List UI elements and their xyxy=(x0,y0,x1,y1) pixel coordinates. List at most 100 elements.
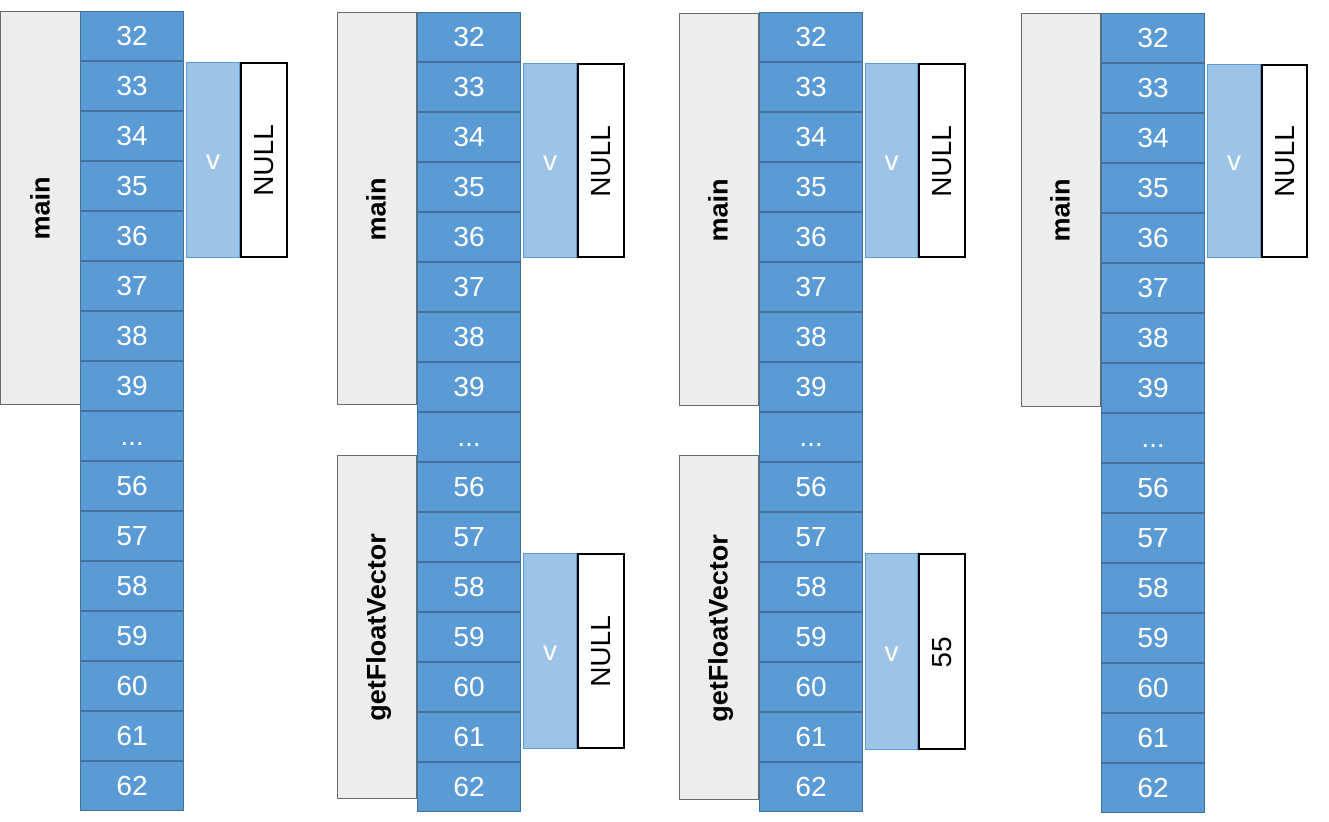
get-float-vector-frame-label: getFloatVector xyxy=(703,533,734,722)
main-variable-value: NULL xyxy=(1261,64,1308,258)
main-frame: main xyxy=(0,11,82,405)
main-value-text: NULL xyxy=(926,124,957,197)
address-cell: 39 xyxy=(759,362,863,412)
address-cell: 37 xyxy=(417,262,521,312)
address-cell: 34 xyxy=(80,111,184,161)
address-cell: 39 xyxy=(417,362,521,412)
address-cell: 62 xyxy=(759,762,863,812)
func-variable-value: 55 xyxy=(918,553,966,750)
address-cell: 61 xyxy=(417,712,521,762)
address-cell: 62 xyxy=(80,761,184,811)
address-cell: 36 xyxy=(80,211,184,261)
address-cell: 58 xyxy=(80,561,184,611)
address-column: 32 33 34 35 36 37 38 39 ... 56 57 58 59 … xyxy=(1101,13,1205,813)
address-cell: 34 xyxy=(417,112,521,162)
func-variable-value: NULL xyxy=(577,553,625,749)
address-cell: ... xyxy=(80,411,184,461)
address-cell: 60 xyxy=(1101,663,1205,713)
address-cell: ... xyxy=(759,412,863,462)
address-cell: 57 xyxy=(417,512,521,562)
main-value-text: NULL xyxy=(248,124,279,196)
address-cell: 60 xyxy=(80,661,184,711)
address-cell: 57 xyxy=(1101,513,1205,563)
address-column: 32 33 34 35 36 37 38 39 ... 56 57 58 59 … xyxy=(80,11,184,811)
func-variable-v: v xyxy=(865,553,918,750)
main-frame-label: main xyxy=(1045,178,1076,242)
address-cell: 59 xyxy=(417,612,521,662)
address-cell: 61 xyxy=(80,711,184,761)
main-variable-v: v xyxy=(865,63,918,258)
func-value-text: 55 xyxy=(926,635,957,668)
main-frame-label: main xyxy=(703,177,734,242)
address-cell: 61 xyxy=(1101,713,1205,763)
address-cell: 37 xyxy=(80,261,184,311)
address-cell: 36 xyxy=(759,212,863,262)
address-cell: ... xyxy=(417,412,521,462)
address-cell: 37 xyxy=(1101,263,1205,313)
address-cell: 56 xyxy=(759,462,863,512)
address-cell: 33 xyxy=(1101,63,1205,113)
address-cell: 57 xyxy=(80,511,184,561)
address-cell: 59 xyxy=(759,612,863,662)
address-cell: 57 xyxy=(759,512,863,562)
address-cell: 35 xyxy=(759,162,863,212)
memory-panel-1: main 32 33 34 35 36 37 38 39 ... 56 57 5… xyxy=(0,0,320,822)
address-cell: 36 xyxy=(1101,213,1205,263)
main-variable-value: NULL xyxy=(918,63,966,258)
address-cell: 32 xyxy=(759,12,863,62)
get-float-vector-frame: getFloatVector xyxy=(337,455,417,799)
memory-panel-2: main getFloatVector 32 33 34 35 36 37 38… xyxy=(337,0,657,822)
address-cell: 33 xyxy=(759,62,863,112)
address-cell: 58 xyxy=(417,562,521,612)
main-variable-value: NULL xyxy=(240,62,288,258)
address-cell: 56 xyxy=(417,462,521,512)
memory-panel-3: main getFloatVector 32 33 34 35 36 37 38… xyxy=(679,0,999,822)
main-value-text: NULL xyxy=(585,124,616,197)
address-cell: 39 xyxy=(1101,363,1205,413)
address-cell: 32 xyxy=(80,11,184,61)
func-variable-v: v xyxy=(523,553,577,749)
memory-panel-4: main 32 33 34 35 36 37 38 39 ... 56 57 5… xyxy=(1021,0,1329,822)
address-column: 32 33 34 35 36 37 38 39 ... 56 57 58 59 … xyxy=(417,12,521,812)
address-cell: 33 xyxy=(417,62,521,112)
address-cell: 35 xyxy=(417,162,521,212)
main-value-text: NULL xyxy=(1268,125,1300,197)
main-variable-v: v xyxy=(1207,64,1261,258)
address-cell: 38 xyxy=(417,312,521,362)
address-cell: 59 xyxy=(1101,613,1205,663)
address-cell: 62 xyxy=(417,762,521,812)
address-cell: 62 xyxy=(1101,763,1205,813)
address-cell: 34 xyxy=(759,112,863,162)
main-variable-value: NULL xyxy=(577,63,625,258)
address-cell: 37 xyxy=(759,262,863,312)
address-cell: ... xyxy=(1101,413,1205,463)
address-cell: 59 xyxy=(80,611,184,661)
main-frame: main xyxy=(337,12,417,405)
address-cell: 32 xyxy=(1101,13,1205,63)
get-float-vector-frame-label: getFloatVector xyxy=(361,533,392,721)
main-frame-label: main xyxy=(361,176,392,241)
address-cell: 58 xyxy=(1101,563,1205,613)
address-cell: 56 xyxy=(1101,463,1205,513)
main-variable-v: v xyxy=(186,62,240,258)
func-value-text: NULL xyxy=(585,615,616,687)
address-cell: 56 xyxy=(80,461,184,511)
address-cell: 58 xyxy=(759,562,863,612)
address-cell: 38 xyxy=(759,312,863,362)
address-cell: 60 xyxy=(417,662,521,712)
address-column: 32 33 34 35 36 37 38 39 ... 56 57 58 59 … xyxy=(759,12,863,812)
address-cell: 61 xyxy=(759,712,863,762)
address-cell: 32 xyxy=(417,12,521,62)
address-cell: 36 xyxy=(417,212,521,262)
address-cell: 33 xyxy=(80,61,184,111)
main-variable-v: v xyxy=(523,63,577,258)
main-frame-label: main xyxy=(25,176,56,240)
address-cell: 38 xyxy=(80,311,184,361)
main-frame: main xyxy=(1021,13,1101,407)
address-cell: 35 xyxy=(80,161,184,211)
address-cell: 38 xyxy=(1101,313,1205,363)
address-cell: 60 xyxy=(759,662,863,712)
get-float-vector-frame: getFloatVector xyxy=(679,455,759,800)
address-cell: 34 xyxy=(1101,113,1205,163)
address-cell: 39 xyxy=(80,361,184,411)
